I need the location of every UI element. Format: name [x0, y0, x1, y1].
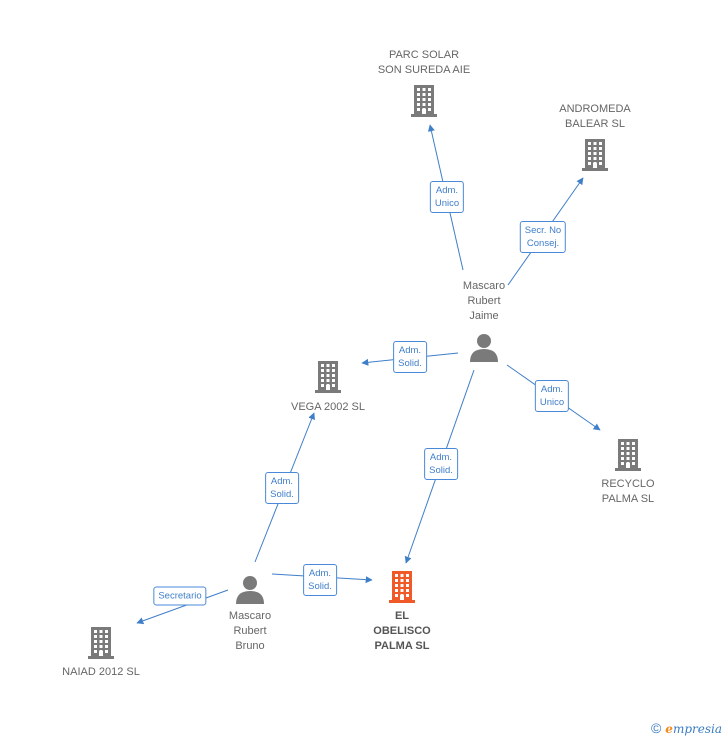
copyright-symbol: © [650, 720, 662, 736]
node-label-obelisco[interactable]: EL OBELISCO PALMA SL [373, 610, 431, 652]
node-label-vega[interactable]: VEGA 2002 SL [291, 401, 365, 413]
building-icon[interactable] [582, 139, 608, 171]
brand-logo-e[interactable]: e [665, 722, 673, 736]
node-label-parc[interactable]: PARC SOLAR SON SUREDA AIE [377, 49, 471, 76]
edge-label-bruno-to-vega[interactable]: Adm. Solid. [265, 472, 299, 504]
building-icon[interactable] [411, 85, 437, 117]
edge-label-jaime-to-parc[interactable]: Adm. Unico [429, 181, 465, 213]
node-label-jaime[interactable]: Mascaro Rubert Jaime [462, 280, 506, 322]
node-label-naiad[interactable]: NAIAD 2012 SL [62, 666, 140, 678]
edge-label-bruno-to-naiad[interactable]: Secretario [153, 586, 207, 606]
edge-label-jaime-to-recyclo[interactable]: Adm. Unico [534, 380, 570, 412]
edge-label-bruno-to-obelisco[interactable]: Adm. Solid. [303, 564, 337, 596]
building-icon[interactable] [389, 571, 415, 603]
node-label-recyclo[interactable]: RECYCLO PALMA SL [601, 478, 655, 505]
icons-layer [88, 85, 641, 659]
edge-label-jaime-to-obelisco[interactable]: Adm. Solid. [424, 448, 458, 480]
edge-label-jaime-to-andromeda[interactable]: Secr. No Consej. [519, 221, 567, 253]
brand-logo-text[interactable]: mpresia [672, 722, 722, 736]
building-icon[interactable] [615, 439, 641, 471]
edge-label-jaime-to-vega[interactable]: Adm. Solid. [393, 341, 427, 373]
edges-layer [136, 124, 601, 625]
node-label-bruno[interactable]: Mascaro Rubert Bruno [228, 610, 272, 652]
person-icon[interactable] [470, 334, 498, 362]
node-label-andromeda[interactable]: ANDROMEDA BALEAR SL [559, 103, 631, 130]
copyright-footer: ©empresia [651, 720, 722, 736]
building-icon[interactable] [315, 361, 341, 393]
building-icon[interactable] [88, 627, 114, 659]
person-icon[interactable] [236, 576, 264, 604]
edge-bruno-to-naiad [136, 589, 229, 625]
